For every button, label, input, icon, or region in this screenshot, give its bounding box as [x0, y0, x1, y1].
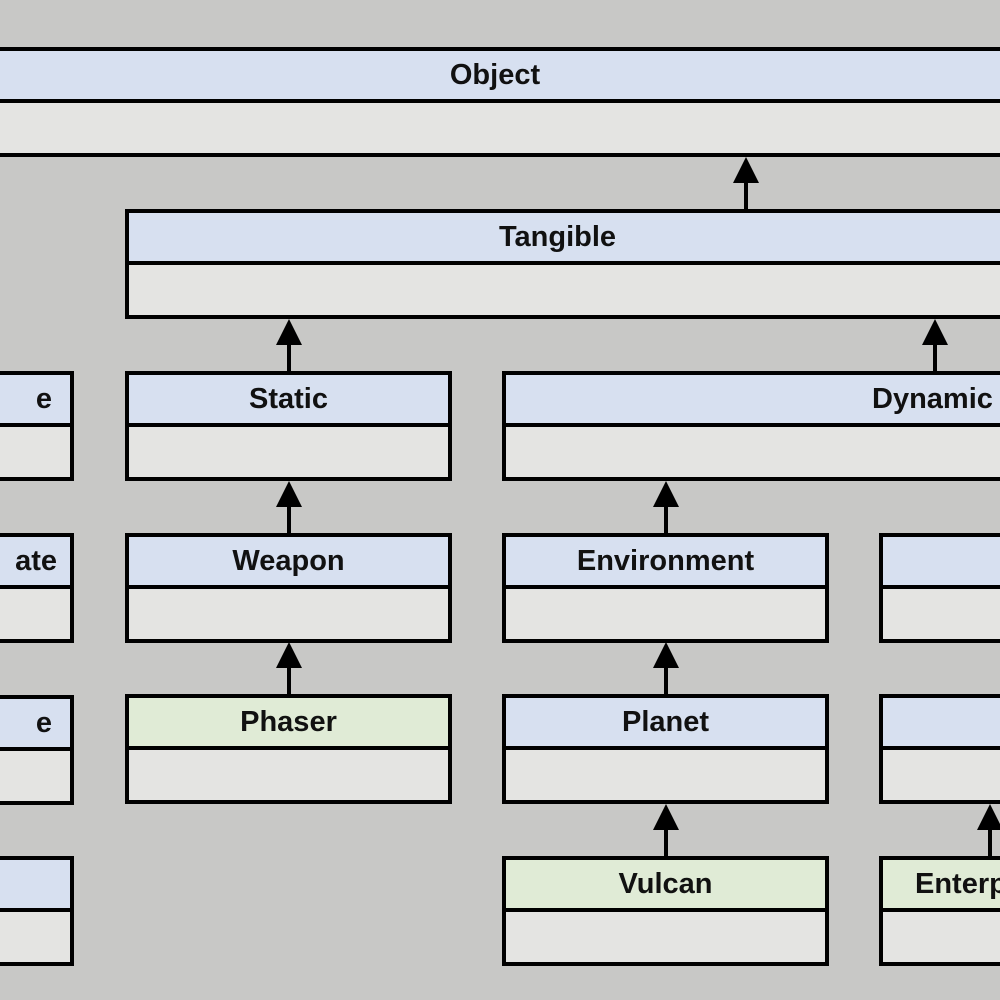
class-tangible-body — [129, 265, 1000, 315]
arrow-phaser-to-weapon — [276, 642, 302, 695]
class-weapon: Weapon — [125, 533, 452, 643]
class-object: Object — [0, 47, 1000, 157]
class-left-3-body — [0, 751, 70, 801]
arrow-weapon-to-static — [276, 481, 302, 534]
arrow-vulcan-to-planet — [653, 804, 679, 857]
class-environment: Environment — [502, 533, 829, 643]
class-tangible: Tangible — [125, 209, 1000, 319]
class-planet: Planet — [502, 694, 829, 804]
class-left-3: e — [0, 695, 74, 805]
class-tangible-name: Tangible — [129, 213, 1000, 265]
class-environment-body — [506, 589, 825, 639]
class-phaser-body — [129, 750, 448, 800]
class-right-3 — [879, 694, 1000, 804]
class-left-1-name: e — [0, 375, 70, 427]
class-right-3-body — [883, 750, 1000, 800]
class-vulcan-name: Vulcan — [506, 860, 825, 912]
class-static-name: Static — [129, 375, 448, 427]
class-planet-body — [506, 750, 825, 800]
class-vulcan-body — [506, 912, 825, 962]
class-right-2-body — [883, 589, 1000, 639]
class-phaser: Phaser — [125, 694, 452, 804]
class-weapon-name: Weapon — [129, 537, 448, 589]
class-dynamic: Dynamic — [502, 371, 1000, 481]
class-left-4 — [0, 856, 74, 966]
class-right-2 — [879, 533, 1000, 643]
class-enterprise-body — [883, 912, 1000, 962]
arrow-tangible-to-object — [733, 157, 759, 210]
class-object-name: Object — [0, 51, 1000, 103]
class-right-2-name — [883, 537, 1000, 589]
class-environment-name: Environment — [506, 537, 825, 589]
class-enterprise: Enterp — [879, 856, 1000, 966]
class-weapon-body — [129, 589, 448, 639]
class-object-body — [0, 103, 1000, 153]
class-left-2-name: ate — [0, 537, 70, 589]
class-left-2-body — [0, 589, 70, 639]
arrow-static-to-tangible — [276, 319, 302, 372]
arrow-dynamic-to-tangible — [922, 319, 948, 372]
class-enterprise-name: Enterp — [883, 860, 1000, 912]
class-vulcan: Vulcan — [502, 856, 829, 966]
class-left-3-name: e — [0, 699, 70, 751]
class-left-1-body — [0, 427, 70, 477]
class-static-body — [129, 427, 448, 477]
class-dynamic-name: Dynamic — [506, 375, 1000, 427]
arrow-environment-to-dynamic — [653, 481, 679, 534]
class-static: Static — [125, 371, 452, 481]
class-phaser-name: Phaser — [129, 698, 448, 750]
class-left-4-body — [0, 912, 70, 962]
class-left-2: ate — [0, 533, 74, 643]
arrow-planet-to-environment — [653, 642, 679, 695]
class-planet-name: Planet — [506, 698, 825, 750]
class-left-4-name — [0, 860, 70, 912]
arrow-enterprise-to-parent — [977, 804, 1000, 857]
class-right-3-name — [883, 698, 1000, 750]
class-left-1: e — [0, 371, 74, 481]
class-dynamic-body — [506, 427, 1000, 477]
